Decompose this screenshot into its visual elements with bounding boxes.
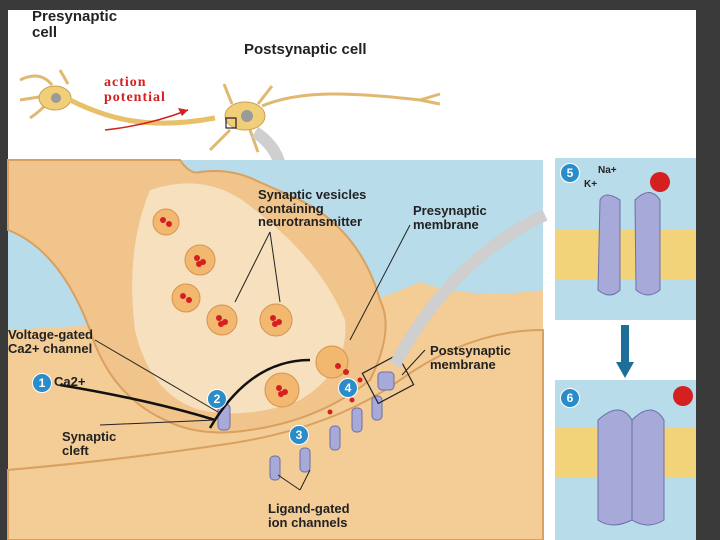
step-4-badge: 4 xyxy=(338,378,358,398)
step-6-badge: 6 xyxy=(560,388,580,408)
ligand-gated-channels xyxy=(217,371,395,481)
vesicle-fusion-arrow xyxy=(208,358,311,429)
action-potential-label: action potential xyxy=(104,75,166,105)
synapse-panel xyxy=(7,159,548,540)
synaptic-vesicles-label: Synaptic vesicles containing neurotransm… xyxy=(258,187,367,230)
postsynaptic-cell-body xyxy=(7,328,544,540)
channel-zoom-box xyxy=(361,353,415,405)
postsynaptic-neuron xyxy=(208,83,441,153)
zoom-box xyxy=(225,117,237,129)
ligand-gated-channels-label: Ligand-gated ion channels xyxy=(268,501,350,530)
zoom-arrow-right xyxy=(389,209,548,368)
synaptic-cleft-label: Synaptic cleft xyxy=(62,429,117,458)
ca-ion-label: Ca2+ xyxy=(54,374,86,389)
ca-influx-arrow xyxy=(59,383,216,422)
step-1-badge: 1 xyxy=(32,373,52,393)
step-5-badge: 5 xyxy=(560,163,580,183)
step-6-panel xyxy=(555,380,696,540)
step-2-badge: 2 xyxy=(207,389,227,409)
step-5-panel xyxy=(555,158,696,320)
synaptic-vesicles xyxy=(152,208,363,415)
step-3-badge: 3 xyxy=(289,425,309,445)
na-ion-label: Na+ xyxy=(598,165,617,176)
k-ion-label: K+ xyxy=(584,179,598,190)
voltage-gated-channel-label: Voltage-gated Ca2+ channel xyxy=(8,327,93,356)
terminal-cytoplasm xyxy=(132,183,346,414)
presynaptic-membrane-label: Presynaptic membrane xyxy=(413,203,487,232)
presynaptic-neuron xyxy=(19,69,216,126)
presynaptic-cell-label: Presynaptic cell xyxy=(32,8,118,41)
action-potential-arrow xyxy=(104,109,189,131)
postsynaptic-cell-label: Postsynaptic cell xyxy=(244,41,367,58)
postsynaptic-membrane-label: Postsynaptic membrane xyxy=(430,343,511,372)
